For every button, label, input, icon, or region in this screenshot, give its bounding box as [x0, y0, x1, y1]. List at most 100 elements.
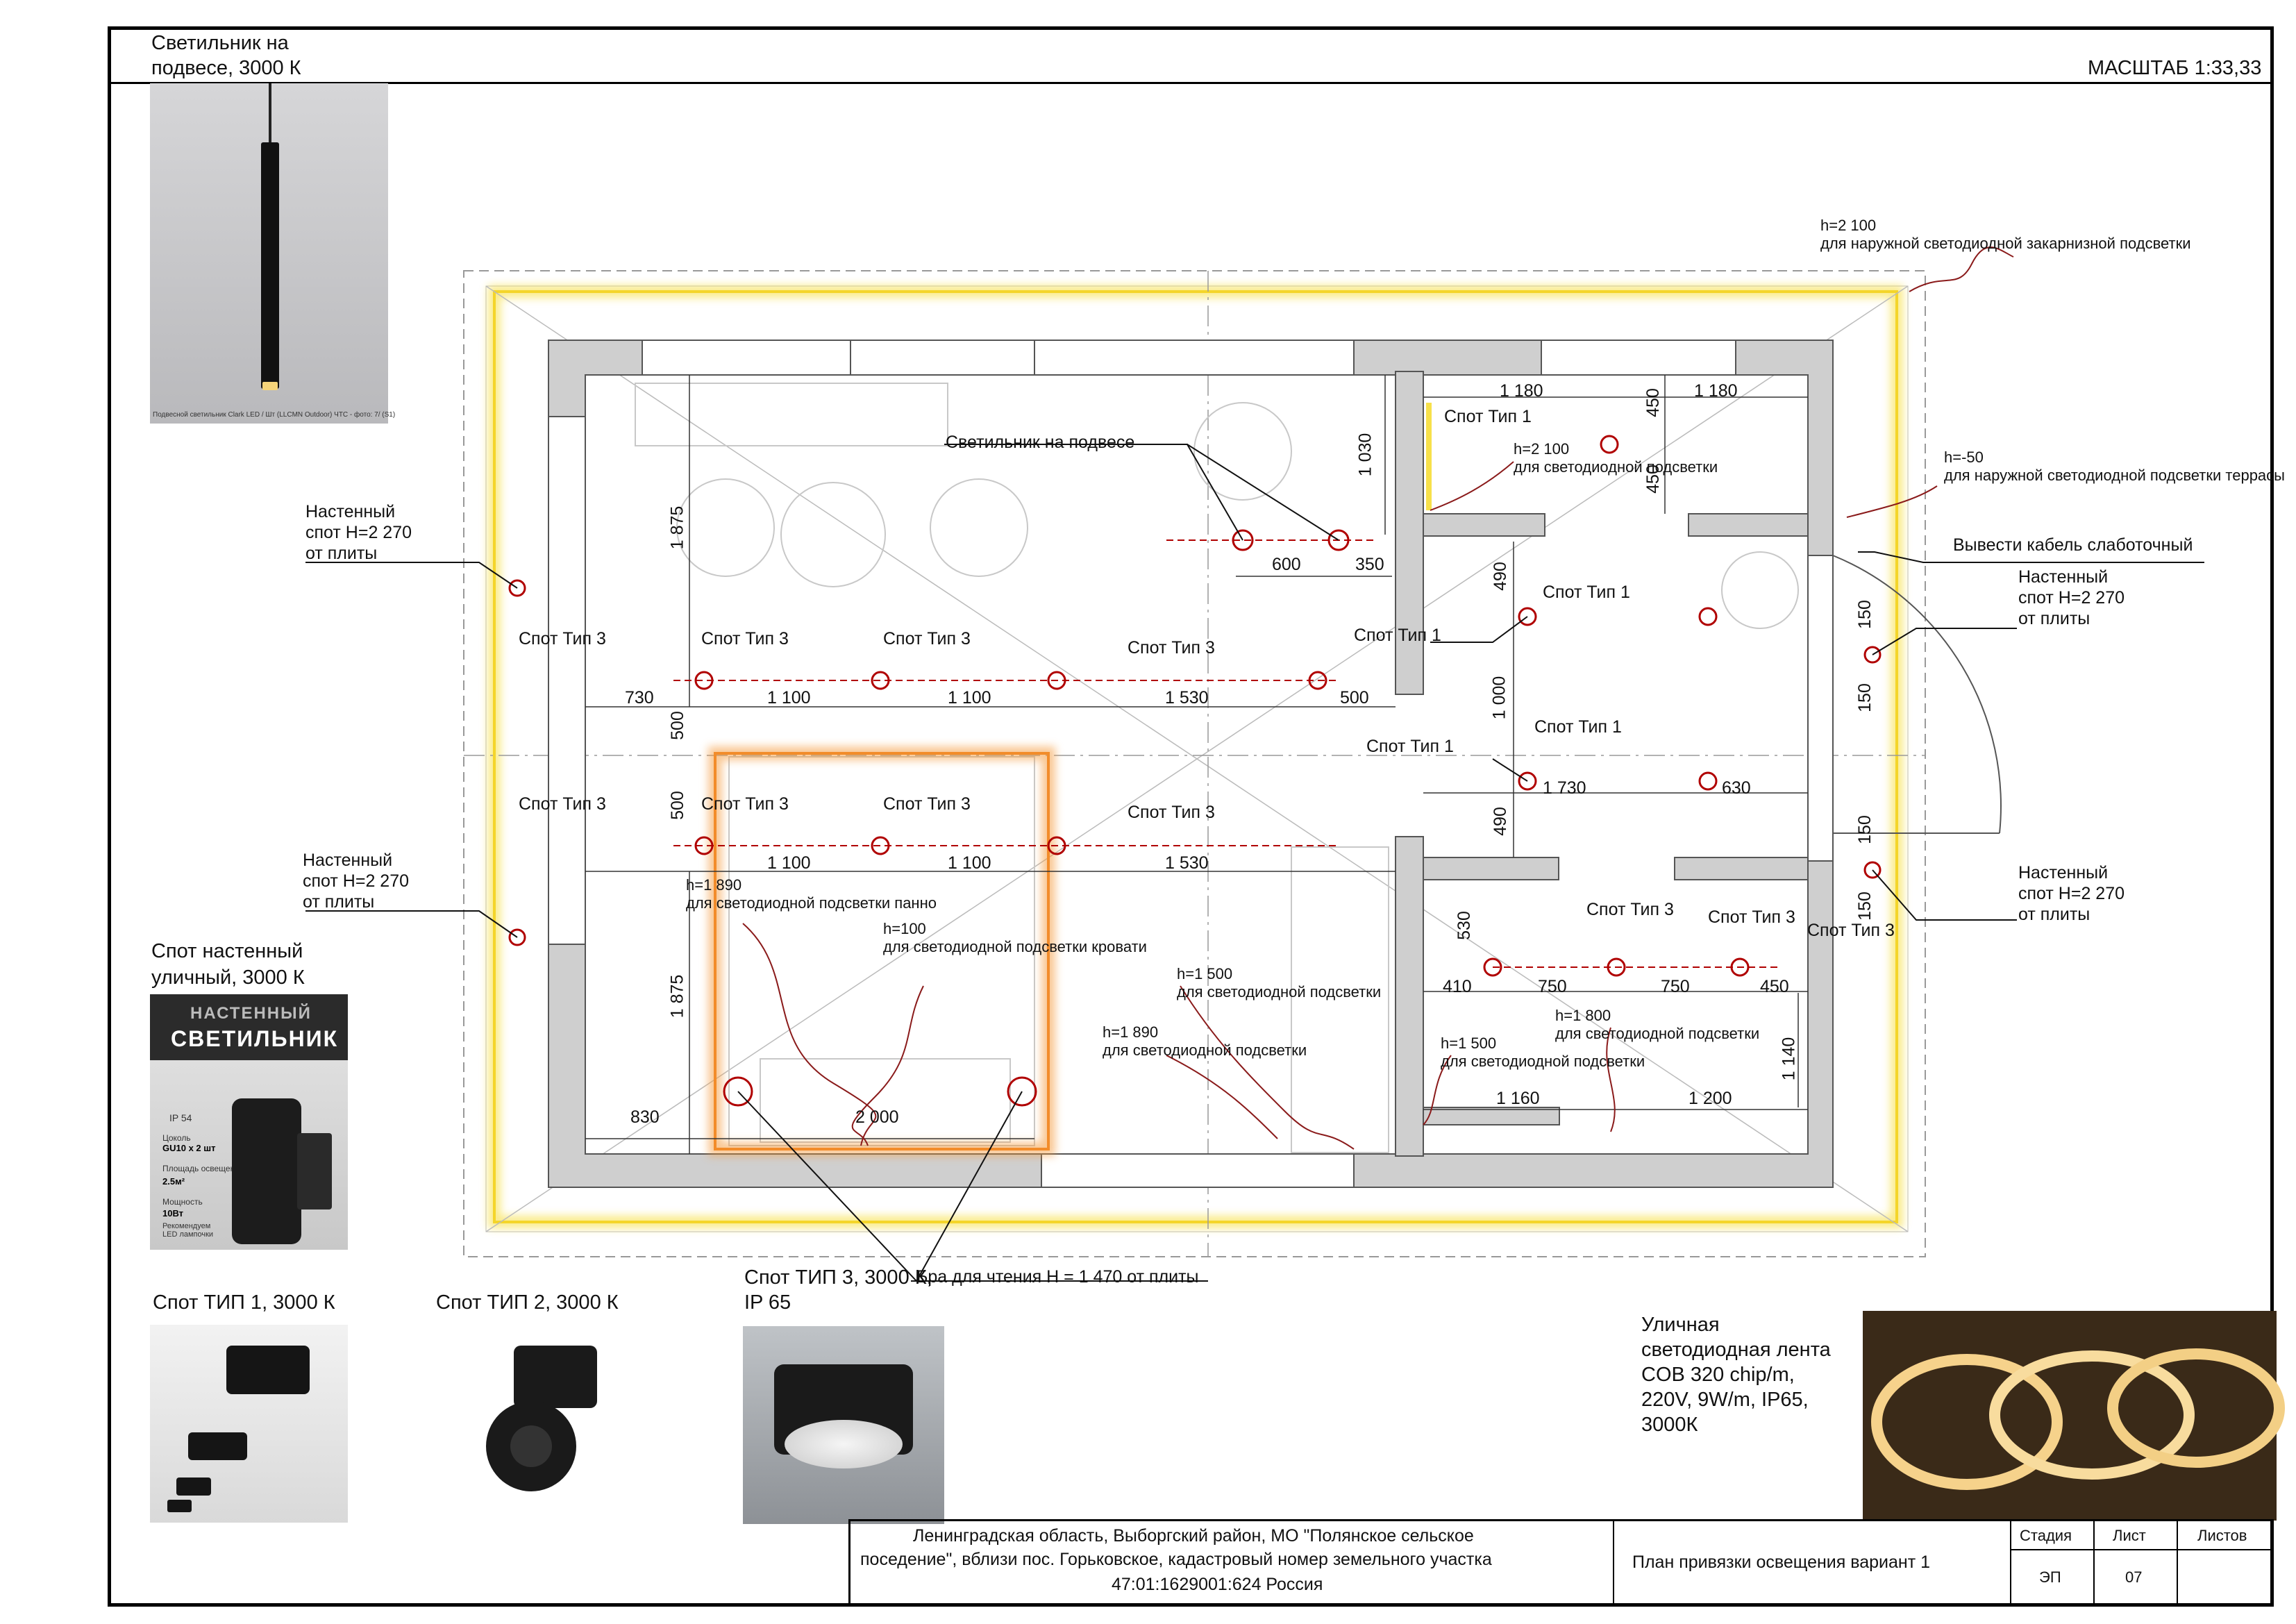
dim-450b: 450 — [1643, 464, 1663, 494]
label-h2100: h=2 100 — [1514, 440, 1570, 458]
spot3-r1-a — [694, 671, 714, 690]
label-spot3-a: Спот Тип 3 — [519, 629, 606, 648]
leader-wall-spot-right-a — [1872, 628, 2017, 655]
pendant-light — [262, 382, 278, 390]
dim-490a: 490 — [1490, 562, 1510, 591]
door-swing — [1832, 555, 2002, 834]
top-caption-line1: Светильник на — [151, 32, 289, 54]
spot1-hall-a — [1518, 607, 1537, 626]
wire-terrace — [1846, 485, 1938, 518]
spot1-body-2 — [188, 1432, 247, 1460]
wall-box-ip: IP 54 — [169, 1112, 192, 1123]
label-wall-spot-1-l2: спот H=2 270 — [305, 523, 412, 542]
title-block: Ленинградская область, Выборгский район,… — [848, 1519, 2274, 1607]
spot3-bath-a — [1483, 957, 1502, 977]
window-bottom — [1041, 1153, 1355, 1188]
spot3-r2-c — [1047, 836, 1066, 855]
wire-bath-2 — [1606, 1027, 1616, 1132]
label-hm50-note: для наружной светодиодной подсветки терр… — [1944, 467, 2285, 484]
label-spot3-c: Спот Тип 3 — [883, 629, 971, 648]
dim-1530b: 1 530 — [1165, 853, 1209, 873]
label-reading: Бра для чтения H = 1 470 от плиты — [916, 1267, 1199, 1287]
address-line-3: 47:01:1629001:624 Россия — [1112, 1575, 1323, 1594]
spot3-photo — [743, 1326, 944, 1524]
led-strip-photo — [1863, 1311, 2285, 1521]
sink — [1721, 551, 1799, 629]
dim-1875a: 1 875 — [667, 505, 687, 550]
pendant-cable — [269, 83, 271, 142]
label-h1500: h=1 500 — [1177, 965, 1233, 982]
label-spot3-bath-a: Спот Тип 3 — [1586, 900, 1674, 919]
dim-500a: 500 — [1340, 688, 1369, 708]
label-wall-spot-1-l1: Настенный — [305, 502, 396, 521]
label-h1500b: h=1 500 — [1441, 1035, 1497, 1052]
label-cable: Вывести кабель слаботочный — [1953, 535, 2193, 555]
dim-410: 410 — [1443, 977, 1472, 996]
wall-box-title1: НАСТЕННЫЙ — [190, 1004, 312, 1023]
label-hm50: h=-50 — [1944, 449, 1984, 466]
dim-1180a: 1 180 — [1500, 381, 1543, 401]
stage-value: ЭП — [2039, 1568, 2061, 1586]
window-top-3 — [1034, 340, 1355, 376]
leader-reading-b — [916, 1091, 1023, 1282]
spot3-lens — [785, 1420, 903, 1468]
dim-830: 830 — [630, 1107, 660, 1127]
wall-spot-photo: НАСТЕННЫЙ СВЕТИЛЬНИК IP 54 Цоколь GU10 x… — [150, 994, 348, 1250]
label-spot1-hall-a: Спот Тип 1 — [1543, 583, 1630, 602]
dim-630: 630 — [1722, 778, 1751, 798]
led-coil-1 — [1871, 1354, 2063, 1490]
leader-lines — [305, 444, 2204, 1282]
label-wall-spot-3-l3: от плиты — [2018, 609, 2090, 628]
address-line-1: Ленинградская область, Выборгский район,… — [913, 1526, 1474, 1546]
label-h100-note: для светодиодной подсветки кровати — [883, 938, 1147, 955]
label-h1800-note: для светодиодной подсветки — [1555, 1025, 1760, 1042]
dim-1200: 1 200 — [1689, 1089, 1732, 1108]
dim-1160: 1 160 — [1496, 1089, 1540, 1108]
spot-alignment-lines — [673, 539, 1777, 968]
spot1-photo — [150, 1325, 348, 1523]
dim-490b: 490 — [1490, 807, 1510, 836]
spot2-caption: Спот ТИП 2, 3000 К — [436, 1291, 619, 1314]
wall-box-base-value: GU10 x 2 шт — [162, 1143, 216, 1153]
label-spot3-bath-c: Спот Тип 3 — [1807, 921, 1895, 940]
armchair-3 — [1193, 402, 1292, 501]
label-h1800: h=1 800 — [1555, 1007, 1611, 1024]
spot1-hall-d — [1698, 771, 1718, 791]
spot1-bath — [1600, 435, 1619, 454]
label-wall-spot-1-l3: от плиты — [305, 544, 378, 563]
sheet-value: 07 — [2125, 1568, 2143, 1586]
sheet-title: План привязки освещения вариант 1 — [1632, 1552, 1931, 1572]
spot3-r1-c — [1047, 671, 1066, 690]
led-strip-svg — [1871, 1348, 2285, 1490]
wire-wardrobe — [1180, 985, 1355, 1150]
wall-spot-mount — [297, 1133, 332, 1209]
spot1-body-4 — [167, 1500, 192, 1512]
bed-led-line — [714, 752, 1050, 1150]
wall-box-note: Рекомендуем LED лампочки — [162, 1222, 214, 1239]
partition-4 — [1688, 513, 1809, 537]
bed-pillows — [760, 1058, 1011, 1143]
dim-1100c: 1 100 — [767, 853, 811, 873]
label-wall-spot-4-l1: Настенный — [2018, 863, 2109, 882]
label-spot3-e: Спот Тип 3 — [519, 794, 606, 814]
label-h2100-outer-note: для наружной светодиодной закарнизной по… — [1820, 235, 2191, 252]
partition-3 — [1423, 513, 1545, 537]
spots — [508, 435, 1882, 1107]
spot1-caption: Спот ТИП 1, 3000 К — [153, 1291, 335, 1314]
dim-1100d: 1 100 — [948, 853, 991, 873]
label-wall-spot-4-l2: спот H=2 270 — [2018, 884, 2125, 903]
spot3-caption-line2: IP 65 — [744, 1291, 791, 1314]
pendant-1 — [1232, 529, 1254, 551]
wire-bath-1 — [1423, 1055, 1452, 1125]
wall-spot-right-b — [1863, 861, 1882, 879]
partition-7 — [1423, 1107, 1560, 1125]
door-right — [1807, 555, 1834, 862]
title-block-title-cell — [1614, 1521, 2011, 1607]
label-h1500-note: для светодиодной подсветки — [1177, 983, 1382, 1001]
leader-wall-spot-right-b — [1872, 869, 2017, 921]
title-block-stage-cell — [2011, 1521, 2095, 1607]
wall-box-power-value: 10Вт — [162, 1208, 184, 1219]
label-spot3-bath-b: Спот Тип 3 — [1708, 907, 1795, 927]
dim-450c: 450 — [1760, 977, 1789, 996]
wall-box-area-label: Площадь освещения — [162, 1164, 244, 1173]
